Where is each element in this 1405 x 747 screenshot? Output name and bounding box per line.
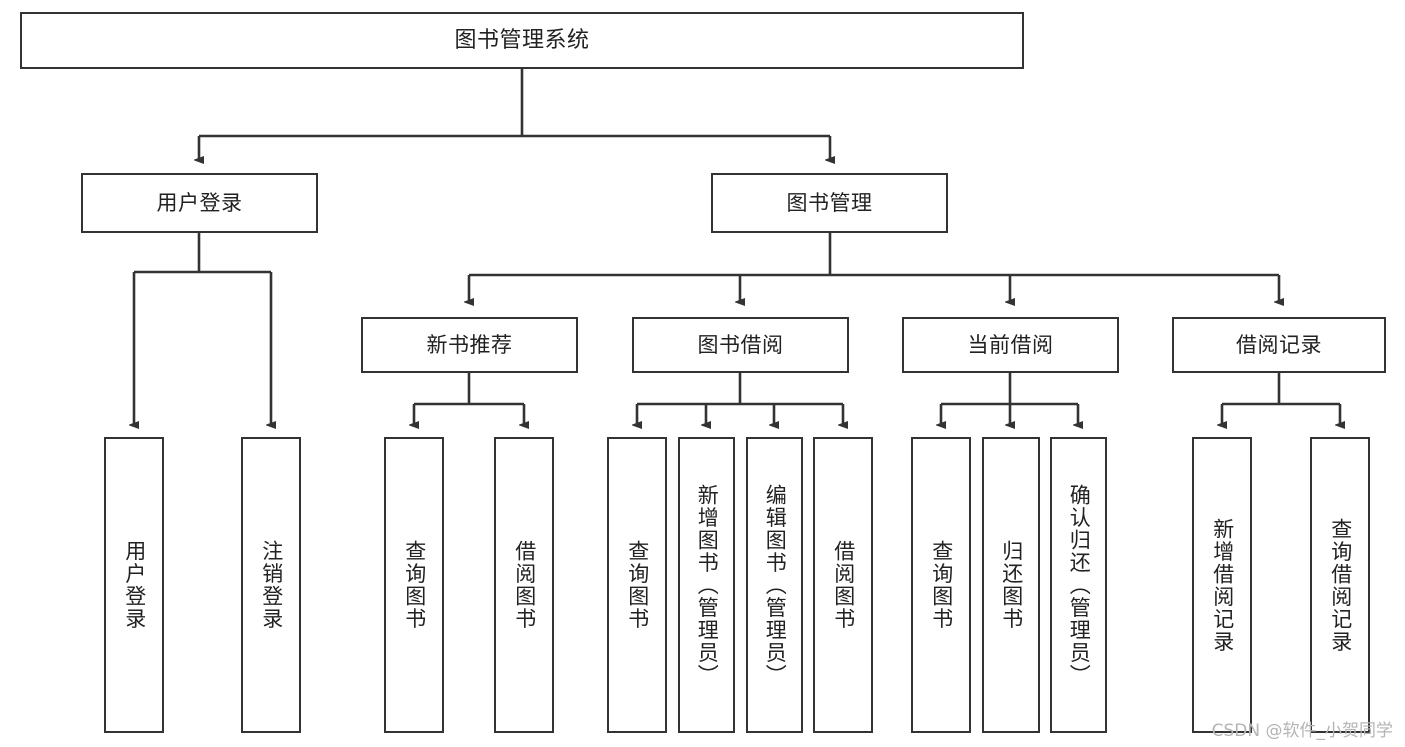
- node-label: 图书管理: [786, 190, 873, 215]
- leaf-borrow-record-add[interactable]: 新增借阅记录: [1192, 437, 1252, 733]
- node-label: 用户登录: [122, 540, 147, 630]
- leaf-current-borrow-return[interactable]: 归还图书: [982, 437, 1040, 733]
- node-label: 借阅图书: [831, 540, 856, 630]
- node-label: 注销登录: [259, 540, 284, 630]
- node-label: 新书推荐: [426, 332, 513, 357]
- leaf-new-book-borrow[interactable]: 借阅图书: [494, 437, 554, 733]
- leaf-current-borrow-query[interactable]: 查询图书: [911, 437, 971, 733]
- leaf-logout[interactable]: 注销登录: [241, 437, 301, 733]
- csdn-watermark: CSDN @软件_小贺同学: [1211, 721, 1393, 741]
- node-label: 借阅图书: [512, 540, 537, 630]
- node-book-management[interactable]: 图书管理: [711, 173, 948, 233]
- leaf-book-borrow-add[interactable]: 新增图书（管理员）: [678, 437, 735, 733]
- node-label: 新增图书（管理员）: [695, 483, 720, 687]
- node-label: 当前借阅: [967, 332, 1054, 357]
- leaf-book-borrow-edit[interactable]: 编辑图书（管理员）: [746, 437, 803, 733]
- node-root-system[interactable]: 图书管理系统: [20, 12, 1024, 69]
- node-label: 查询图书: [625, 540, 650, 630]
- node-label: 查询图书: [929, 540, 954, 630]
- leaf-current-borrow-confirm[interactable]: 确认归还（管理员）: [1050, 437, 1107, 733]
- node-label: 确认归还（管理员）: [1067, 483, 1092, 687]
- node-label: 新增借阅记录: [1210, 517, 1235, 653]
- leaf-user-login[interactable]: 用户登录: [104, 437, 164, 733]
- node-current-borrow[interactable]: 当前借阅: [902, 317, 1119, 373]
- node-label: 借阅记录: [1236, 332, 1322, 357]
- leaf-new-book-query[interactable]: 查询图书: [384, 437, 444, 733]
- node-book-borrow[interactable]: 图书借阅: [632, 317, 849, 373]
- node-label: 查询借阅记录: [1328, 517, 1353, 653]
- node-label: 归还图书: [999, 540, 1024, 630]
- node-user-login[interactable]: 用户登录: [81, 173, 318, 233]
- leaf-book-borrow-borrow[interactable]: 借阅图书: [813, 437, 873, 733]
- leaf-borrow-record-query[interactable]: 查询借阅记录: [1310, 437, 1370, 733]
- leaf-book-borrow-query[interactable]: 查询图书: [607, 437, 667, 733]
- node-label: 编辑图书（管理员）: [763, 483, 788, 687]
- node-label: 用户登录: [156, 190, 243, 215]
- node-new-book-recommend[interactable]: 新书推荐: [361, 317, 578, 373]
- node-borrow-record[interactable]: 借阅记录: [1172, 317, 1386, 373]
- node-label: 图书借阅: [697, 332, 784, 357]
- node-label: 图书管理系统: [454, 27, 590, 53]
- node-label: 查询图书: [402, 540, 427, 630]
